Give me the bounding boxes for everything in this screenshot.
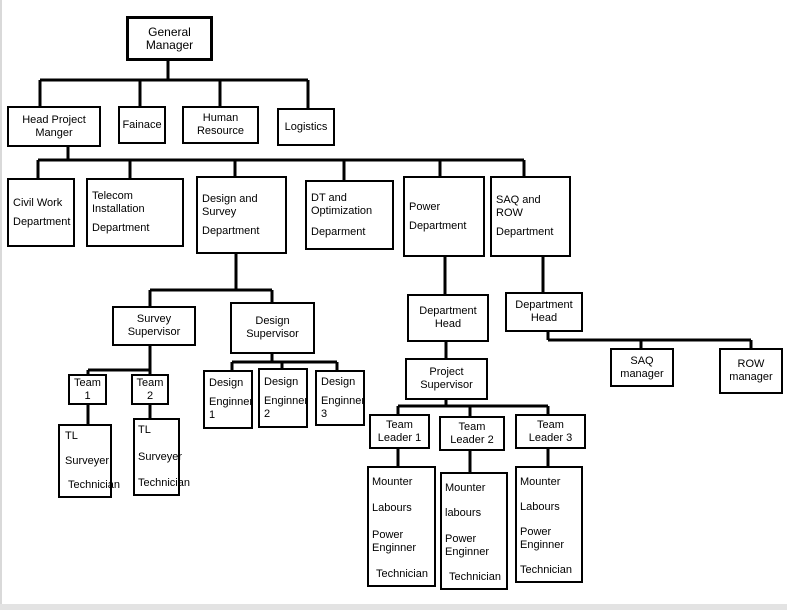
finance-node: Fainace	[118, 106, 166, 144]
node-label: Human Resource	[196, 112, 245, 137]
power-department-head-node: Department Head	[407, 294, 489, 342]
node-label-line: Enginner 1	[209, 396, 254, 421]
bottom-edge	[0, 604, 787, 610]
team-leader-1-members-node: Mounter Labours Power Enginner Technicia…	[367, 466, 436, 587]
node-label: Team 1	[74, 376, 101, 402]
node-label: Department Head	[515, 299, 573, 324]
row-manager-node: ROW manager	[719, 348, 783, 394]
node-label-line: Design	[264, 375, 299, 388]
member-label: Surveyer	[65, 454, 110, 467]
node-label: Design Supervisor	[246, 315, 299, 340]
node-label-line: Enginner 2	[264, 394, 309, 420]
node-label-line: Design and Survey	[202, 192, 258, 218]
node-label: Team Leader 2	[450, 420, 494, 446]
node-label: General Manager	[145, 24, 194, 52]
node-label-line: SAQ and ROW	[496, 194, 541, 219]
node-label-line: Department	[409, 219, 467, 232]
logistics-node: Logistics	[277, 108, 335, 146]
member-label: Power Enginner	[445, 532, 490, 558]
design-and-survey-department-node: Design and Survey Department	[196, 176, 287, 254]
member-label: Mounter	[372, 476, 413, 488]
node-label: Team Leader 1	[377, 418, 422, 444]
saq-row-department-head-node: Department Head	[505, 292, 583, 332]
node-label-line: DT and Optimization	[311, 191, 373, 217]
team-leader-3-node: Team Leader 3	[515, 414, 586, 449]
node-label: Team 2	[136, 376, 164, 402]
node-label: Team Leader 3	[528, 418, 573, 444]
node-label: Head Project Manger	[22, 113, 86, 139]
member-label: Mounter	[445, 482, 486, 494]
node-label-line: Department	[13, 215, 71, 228]
member-label: Technician	[449, 570, 501, 583]
node-label-line: Design	[209, 377, 244, 389]
node-label-line: Enginner 3	[321, 394, 366, 420]
node-label-line: Department	[202, 224, 260, 237]
node-label: Project Supervisor	[420, 366, 473, 391]
project-supervisor-node: Project Supervisor	[405, 358, 488, 400]
head-project-manager-node: Head Project Manger	[7, 106, 101, 147]
saq-manager-node: SAQ manager	[610, 348, 674, 387]
node-label-line: Deparment	[311, 225, 366, 238]
design-engineer-1-node: Design Enginner 1	[203, 370, 253, 429]
node-label-line: Department	[496, 226, 554, 238]
node-label: Survey Supervisor	[127, 313, 181, 338]
node-label: SAQ manager	[620, 354, 664, 380]
member-label: Technician	[520, 564, 572, 576]
member-label: TL	[138, 424, 151, 436]
team-1-members-node: TL Surveyer Technician	[58, 424, 120, 498]
power-department-node: Power Department	[403, 176, 485, 257]
saq-and-row-department-node: SAQ and ROW Department	[490, 176, 571, 257]
node-label: Department Head	[419, 305, 477, 330]
member-label: Mounter	[520, 476, 561, 488]
member-label: Labours	[372, 502, 412, 515]
team-2-node: Team 2	[131, 374, 169, 405]
member-label: Labours	[520, 501, 560, 513]
node-label-line: Department	[92, 222, 150, 234]
team-leader-2-members-node: Mounter labours Power Enginner Technicia…	[440, 472, 508, 590]
left-edge	[0, 0, 2, 610]
node-label-line: Power	[409, 200, 441, 213]
civil-work-department-node: Civil Work Department	[7, 178, 75, 247]
node-label-line: Civil Work	[13, 196, 63, 209]
node-label-line: Telecom Installation	[92, 190, 145, 215]
team-leader-3-members-node: Mounter Labours Power Enginner Technicia…	[515, 466, 583, 583]
member-label: TL	[65, 430, 78, 442]
node-label: Fainace	[122, 118, 162, 131]
member-label: Surveyer	[138, 450, 183, 463]
member-label: Power Enginner	[372, 528, 417, 554]
member-label: labours	[445, 507, 482, 520]
general-manager-node: General Manager	[126, 16, 213, 61]
team-2-members-node: TL Surveyer Technician	[133, 418, 190, 496]
member-label: Technician	[68, 479, 120, 491]
design-engineer-3-node: Design Enginner 3	[315, 370, 365, 426]
node-label-line: Design	[321, 375, 356, 388]
design-supervisor-node: Design Supervisor	[230, 302, 315, 354]
design-engineer-2-node: Design Enginner 2	[258, 368, 308, 428]
team-1-node: Team 1	[68, 374, 107, 405]
team-leader-2-node: Team Leader 2	[439, 416, 505, 451]
member-label: Technician	[138, 477, 190, 489]
human-resource-node: Human Resource	[182, 106, 259, 144]
node-label: ROW manager	[729, 358, 773, 383]
team-leader-1-node: Team Leader 1	[369, 414, 430, 449]
node-label: Logistics	[284, 120, 328, 133]
member-label: Power Enginner	[520, 526, 565, 551]
member-label: Technician	[376, 567, 428, 580]
telecom-installation-department-node: Telecom Installation Department	[86, 178, 184, 247]
survey-supervisor-node: Survey Supervisor	[112, 306, 196, 346]
dt-and-optimization-department-node: DT and Optimization Deparment	[305, 180, 394, 250]
